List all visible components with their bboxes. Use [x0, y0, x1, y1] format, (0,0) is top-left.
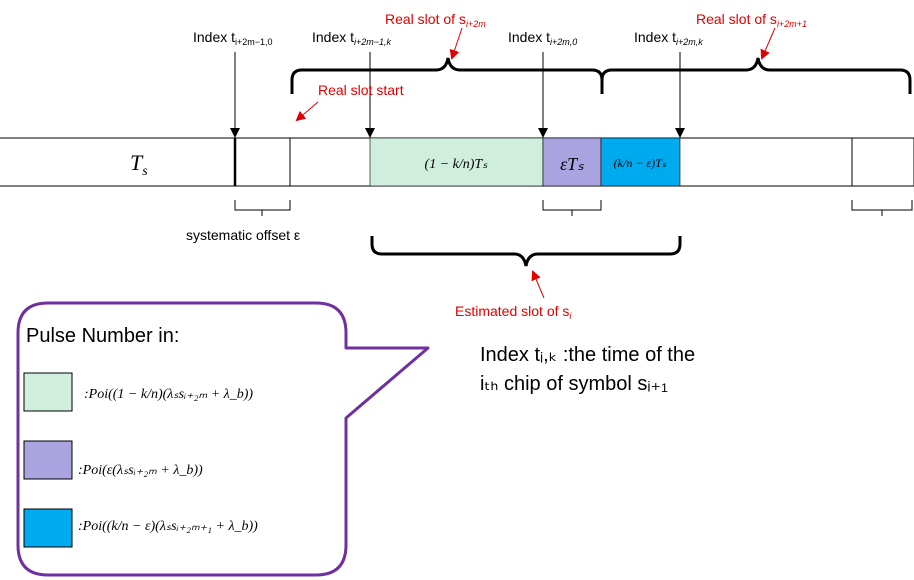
ts-label: Ts: [130, 150, 148, 179]
segment-green: [369, 137, 544, 187]
legend-blue-swatch: [23, 508, 73, 548]
segment-purple: [542, 137, 602, 187]
legend-purple-formula: :Poi(ε(λₛsᵢ₊₂ₘ + λ_b)): [78, 463, 203, 478]
note-line-1: Index tᵢ,ₖ :the time of the: [480, 344, 695, 366]
offset-bracket: [234, 200, 291, 216]
systematic-offset-label: systematic offset ε: [186, 227, 300, 243]
segment-purple-label: εTₛ: [560, 154, 584, 174]
callout-bubble: [16, 301, 430, 577]
estimated-slot-pointer: [531, 270, 545, 299]
segment-blue: [600, 137, 681, 187]
legend-purple-swatch: [23, 440, 73, 480]
real-slot-1-brace: [290, 57, 604, 94]
right-end-bracket: [851, 200, 913, 216]
real-slot-start-pointer: [295, 101, 319, 122]
purple-bracket: [542, 200, 602, 216]
real-slot-1-pointer: [449, 27, 463, 60]
segment-right-end: [851, 137, 914, 187]
note-line-2: iₜₕ chip of symbol sᵢ₊₁: [480, 373, 668, 395]
callout-title: Pulse Number in:: [26, 325, 179, 347]
legend-green-formula: :Poi((1 − k/n)(λₛsᵢ₊₂ₘ + λ_b)): [84, 387, 253, 402]
real-slot-2-label: Real slot of si+2m+1: [696, 11, 807, 29]
index-2-label: Index ti+2m−1,k: [312, 29, 392, 47]
real-slot-1-label: Real slot of si+2m: [385, 11, 486, 29]
legend-blue-formula: :Poi((k/n − ε)(λₛsᵢ₊₂ₘ₊₁ + λ_b)): [78, 519, 258, 534]
real-slot-start-label: Real slot start: [318, 82, 404, 98]
estimated-slot-label: Estimated slot of si: [455, 303, 572, 321]
estimated-slot-brace: [370, 236, 682, 267]
real-slot-2-brace: [600, 57, 912, 94]
index-3-label: Index ti+2m,0: [508, 29, 577, 47]
segment-blue-label: (k/n − ε)Tₛ: [614, 156, 667, 170]
real-slot-2-pointer: [760, 27, 776, 60]
legend-green-swatch: [23, 372, 73, 412]
index-4-label: Index ti+2m,k: [634, 29, 703, 47]
segment-green-label: (1 − k/n)Tₛ: [425, 157, 489, 172]
index-1-label: Index ti+2m−1,0: [193, 29, 273, 47]
